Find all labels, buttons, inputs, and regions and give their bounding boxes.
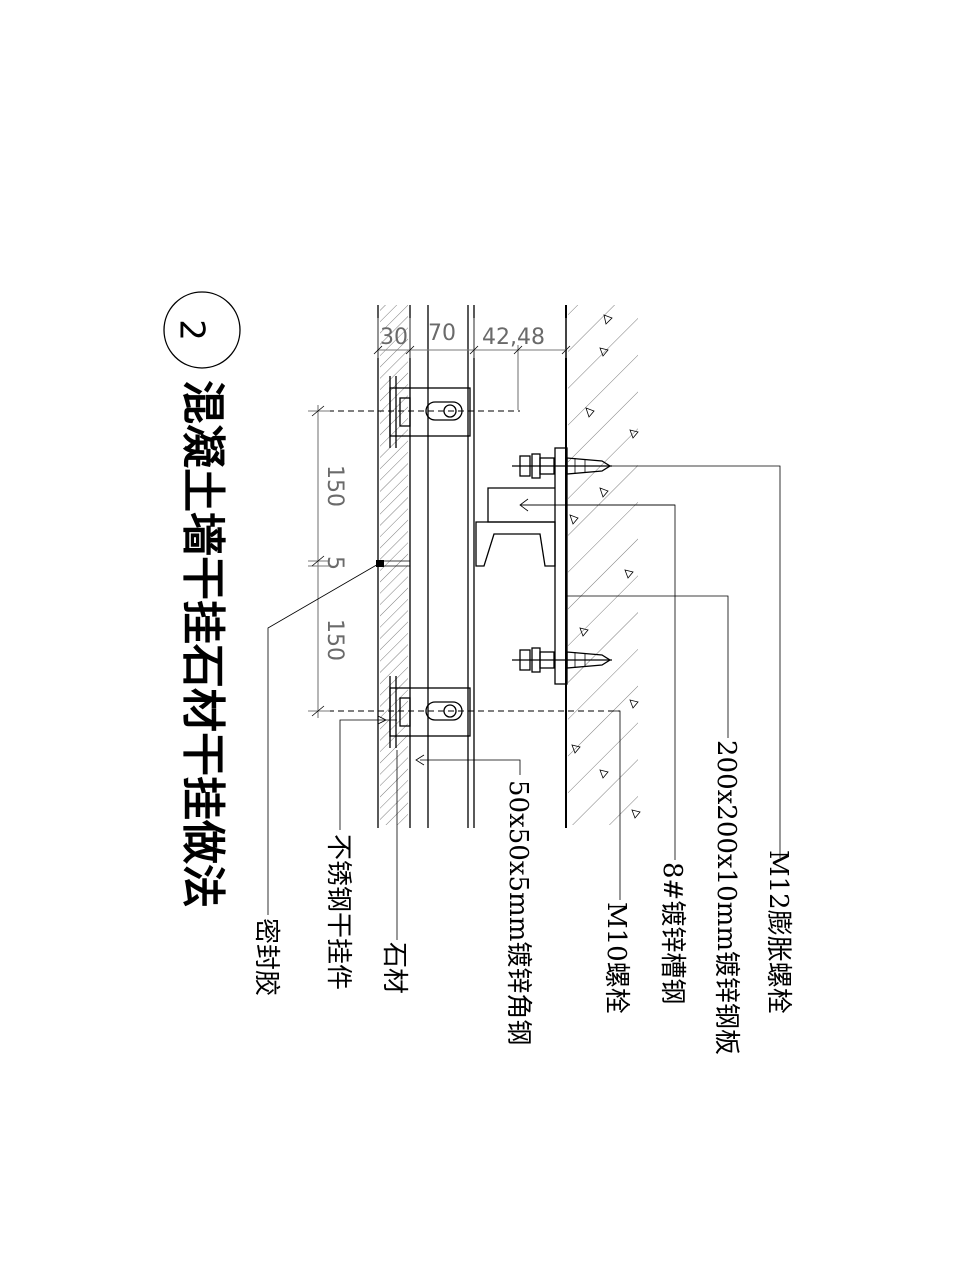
label-sealant: 密封胶 [251, 918, 281, 996]
dim-left-150-top: 150 [322, 465, 347, 507]
detail-number-marker: 2 [163, 291, 241, 369]
drawing-title: 混凝土墙干挂石材干挂做法 [177, 380, 228, 908]
hanger-bracket-top [389, 376, 471, 448]
detail-number: 2 [172, 319, 212, 341]
label-stone: 石材 [379, 942, 409, 994]
label-channel-steel: 8#镀锌槽钢 [657, 862, 687, 1004]
label-bolt-m10: M10螺栓 [601, 902, 631, 1014]
dim-top-30: 30 [380, 325, 408, 350]
dim-top-70: 70 [428, 321, 456, 346]
concrete-wall [565, 305, 641, 828]
top-dimension: 30 70 42,48 [373, 318, 571, 410]
sealant-joint [376, 560, 384, 567]
leader-lines [267, 465, 781, 940]
stone-panel [376, 305, 411, 828]
dim-left-5: 5 [322, 556, 347, 570]
left-dimension: 150 5 150 [308, 405, 347, 718]
expansion-bolt-top [512, 453, 612, 479]
cavity-lines [427, 305, 475, 828]
label-steel-plate: 200x200x10mm镀锌钢板 [711, 740, 741, 1055]
label-expansion-bolt: M12膨胀螺栓 [763, 850, 793, 1014]
dim-top-42-48: 42,48 [482, 325, 545, 350]
dim-left-150-bottom: 150 [322, 619, 347, 661]
expansion-bolt-bottom [512, 647, 612, 673]
label-angle-steel: 50x50x5mm镀锌角钢 [503, 780, 533, 1045]
label-stainless-hanger: 不锈钢干挂件 [323, 834, 353, 990]
